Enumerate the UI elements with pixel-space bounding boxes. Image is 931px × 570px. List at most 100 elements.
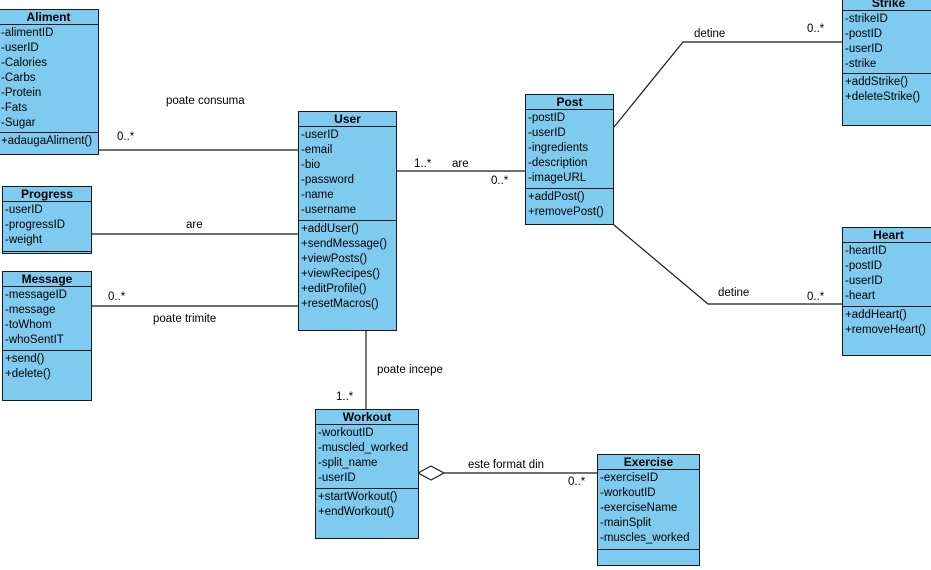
- class-post-attributes: -postID -userID -ingredients -descriptio…: [526, 110, 613, 188]
- class-exercise-attributes: -exerciseID -workoutID -exerciseName -ma…: [598, 470, 699, 549]
- operation: +sendMessage(): [301, 238, 387, 250]
- attribute: -password: [301, 174, 355, 186]
- class-progress-attributes: -userID -progressID -weight: [3, 202, 91, 251]
- class-heart-attributes: -heartID -postID -userID -heart: [843, 243, 931, 306]
- attribute: -Fats: [1, 102, 28, 114]
- attribute: -postID: [845, 28, 883, 40]
- operation: +endWorkout(): [318, 506, 395, 518]
- assoc-workout-exercise-label: este format din: [468, 459, 545, 471]
- operation: +delete(): [5, 368, 51, 380]
- attribute: -weight: [5, 234, 43, 246]
- attribute: -userID: [528, 127, 566, 139]
- attribute: -heartID: [845, 245, 887, 257]
- class-heart-operations: +addHeart() +removeHeart(): [843, 306, 931, 338]
- class-aliment[interactable]: Aliment -alimentID -userID -Calories -Ca…: [0, 9, 99, 155]
- attribute: -userID: [1, 42, 39, 54]
- attribute: -userID: [301, 129, 339, 141]
- assoc-post-heart-multiplicity: 0..*: [807, 291, 825, 303]
- attribute: -progressID: [5, 219, 66, 231]
- attribute: -exerciseID: [600, 472, 659, 484]
- class-user[interactable]: User -userID -email -bio -password -name…: [298, 111, 397, 331]
- assoc-post-heart-line: [613, 224, 843, 305]
- attribute: -strike: [845, 58, 877, 70]
- operation: +addHeart(): [845, 309, 907, 321]
- attribute: -userID: [845, 275, 883, 287]
- class-exercise-name: Exercise: [598, 455, 699, 470]
- assoc-user-aliment-multiplicity: 0..*: [117, 131, 135, 143]
- attribute: -postID: [845, 260, 883, 272]
- class-workout-operations: +startWorkout() +endWorkout(): [316, 488, 418, 520]
- class-exercise-operations: [598, 549, 699, 551]
- operation: +viewPosts(): [301, 253, 368, 265]
- attribute: -split_name: [318, 457, 378, 469]
- class-progress-operations: [3, 251, 91, 253]
- class-strike-name: Strike: [843, 0, 931, 11]
- assoc-post-strike-multiplicity: 0..*: [807, 23, 825, 35]
- class-workout[interactable]: Workout -workoutID -muscled_worked -spli…: [315, 409, 419, 539]
- operation: +deleteStrike(): [845, 91, 921, 103]
- class-heart[interactable]: Heart -heartID -postID -userID -heart +a…: [842, 227, 931, 356]
- class-message-operations: +send() +delete(): [3, 350, 91, 382]
- attribute: -whoSentIT: [5, 334, 64, 346]
- attribute: -alimentID: [1, 27, 54, 39]
- class-exercise[interactable]: Exercise -exerciseID -workoutID -exercis…: [597, 454, 700, 566]
- operation: +addPost(): [528, 191, 585, 203]
- attribute: -ingredients: [528, 142, 589, 154]
- assoc-user-workout-multiplicity: 1..*: [336, 391, 354, 403]
- attribute: -messageID: [5, 289, 67, 301]
- class-aliment-operations: +adaugaAliment(): [0, 132, 98, 149]
- operation: +send(): [5, 353, 45, 365]
- class-message-attributes: -messageID -message -toWhom -whoSentIT: [3, 287, 91, 350]
- attribute: -name: [301, 189, 334, 201]
- attribute: -message: [5, 304, 56, 316]
- class-user-attributes: -userID -email -bio -password -name -use…: [299, 127, 396, 220]
- attribute: -toWhom: [5, 319, 52, 331]
- assoc-user-post-label: are: [452, 158, 469, 170]
- operation: +addUser(): [301, 223, 359, 235]
- attribute: -workoutID: [318, 427, 374, 439]
- operation: +removeHeart(): [845, 324, 926, 336]
- attribute: -heart: [845, 290, 876, 302]
- assoc-post-strike-label: detine: [694, 28, 726, 40]
- class-aliment-attributes: -alimentID -userID -Calories -Carbs -Pro…: [0, 25, 98, 132]
- class-workout-attributes: -workoutID -muscled_worked -split_name -…: [316, 425, 418, 488]
- class-strike-operations: +addStrike() +deleteStrike(): [843, 73, 931, 105]
- class-user-operations: +addUser() +sendMessage() +viewPosts() +…: [299, 220, 396, 312]
- class-progress-name: Progress: [3, 187, 91, 202]
- attribute: -Protein: [1, 87, 42, 99]
- assoc-user-post-user-multiplicity: 1..*: [414, 158, 432, 170]
- class-user-name: User: [299, 112, 396, 127]
- operation: +startWorkout(): [318, 491, 398, 503]
- operation: +adaugaAliment(): [1, 135, 93, 147]
- attribute: -workoutID: [600, 487, 656, 499]
- operation: +editProfile(): [301, 283, 367, 295]
- class-post-operations: +addPost() +removePost(): [526, 188, 613, 220]
- attribute: -exerciseName: [600, 502, 678, 514]
- attribute: -postID: [528, 112, 566, 124]
- class-post[interactable]: Post -postID -userID -ingredients -descr…: [525, 94, 614, 225]
- class-message[interactable]: Message -messageID -message -toWhom -who…: [2, 271, 92, 401]
- assoc-user-post-post-multiplicity: 0..*: [491, 175, 509, 187]
- attribute: -Calories: [1, 57, 48, 69]
- operation: +removePost(): [528, 206, 604, 218]
- attribute: -description: [528, 157, 588, 169]
- class-strike-attributes: -strikeID -postID -userID -strike: [843, 11, 931, 73]
- attribute: -userID: [318, 472, 356, 484]
- attribute: -muscled_worked: [318, 442, 409, 454]
- attribute: -Carbs: [1, 72, 36, 84]
- class-progress[interactable]: Progress -userID -progressID -weight: [2, 186, 92, 254]
- assoc-workout-exercise-multiplicity: 0..*: [568, 476, 586, 488]
- class-heart-name: Heart: [843, 228, 931, 243]
- class-post-name: Post: [526, 95, 613, 110]
- operation: +viewRecipes(): [301, 268, 380, 280]
- assoc-user-message-label: poate trimite: [153, 313, 217, 325]
- attribute: -userID: [845, 43, 883, 55]
- attribute: -strikeID: [845, 13, 888, 25]
- class-strike[interactable]: Strike -strikeID -postID -userID -strike…: [842, 0, 931, 126]
- assoc-post-strike-line: [613, 41, 843, 128]
- class-workout-name: Workout: [316, 410, 418, 425]
- operation: +addStrike(): [845, 76, 908, 88]
- assoc-post-heart-label: detine: [718, 287, 750, 299]
